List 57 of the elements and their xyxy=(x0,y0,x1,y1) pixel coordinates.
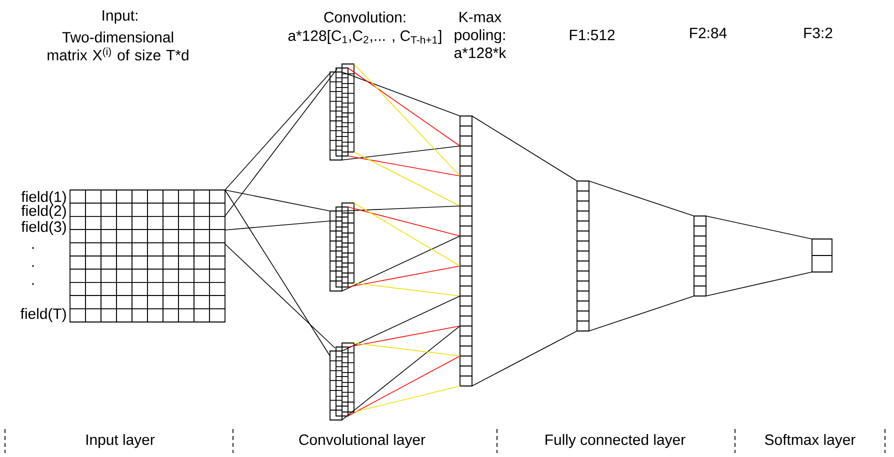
connection-line xyxy=(342,296,460,352)
connection-line xyxy=(224,190,330,356)
row-label: . xyxy=(32,247,34,249)
connection-line xyxy=(354,202,460,266)
connection-line xyxy=(224,220,330,230)
connection-line xyxy=(348,326,460,348)
layer-heading: a*128[C$_{1}$,C$_{2}$,... , C$_{T-h+1}$] xyxy=(288,30,442,44)
feature-map-stack xyxy=(330,202,354,292)
layer-name: Softmax layer xyxy=(765,434,856,448)
layer-name: Fully connected layer xyxy=(546,434,686,448)
feature-map-stack xyxy=(330,342,354,420)
connection-line xyxy=(348,356,460,416)
layer-heading: Two-dimensional matrix X$^{(i)}$ of size T*d xyxy=(48,32,188,60)
input-matrix xyxy=(70,190,226,322)
layer-heading: F1:512 xyxy=(570,30,615,40)
layer-heading: F2:84 xyxy=(690,28,727,38)
feature-map-stack xyxy=(330,64,354,160)
connection-line xyxy=(224,190,330,212)
connection-line xyxy=(342,206,460,212)
connection-line xyxy=(706,216,812,240)
connection-line xyxy=(472,330,578,386)
row-label: . xyxy=(32,283,34,285)
connection-line xyxy=(472,116,578,182)
row-label: field(T) xyxy=(20,308,66,322)
layer-heading: K-max pooling: a*128*k xyxy=(454,12,506,58)
layer-heading: Input: xyxy=(102,10,138,24)
connection-line xyxy=(348,206,460,236)
connection-line xyxy=(354,342,460,356)
connection-line xyxy=(706,272,812,296)
connection-line xyxy=(588,180,694,216)
output-column xyxy=(812,238,832,272)
connection-line xyxy=(224,68,338,216)
row-label: field(3) xyxy=(21,221,66,235)
layer-name: Input layer xyxy=(86,434,155,448)
neuron-column xyxy=(694,216,706,296)
row-label: field(2) xyxy=(21,205,66,219)
connection-line xyxy=(354,282,460,296)
row-label: field(1) xyxy=(21,191,66,205)
connection-line xyxy=(354,152,460,206)
connection-line xyxy=(224,72,330,190)
connection-line xyxy=(588,296,694,332)
layer-heading: Convolution: xyxy=(324,12,406,22)
layer-name: Convolutional layer xyxy=(299,434,426,448)
connection-line xyxy=(354,64,460,176)
connection-line xyxy=(348,156,460,176)
row-label: . xyxy=(32,265,34,267)
connection-line xyxy=(342,72,460,116)
connection-line xyxy=(342,326,460,420)
connection-line xyxy=(348,266,460,288)
layer-heading: F3:2 xyxy=(804,28,832,38)
connection-line xyxy=(224,244,336,348)
connection-line xyxy=(354,386,460,412)
connection-line xyxy=(342,146,460,160)
connection-line xyxy=(348,68,460,146)
connection-line xyxy=(342,236,460,292)
pooling-column xyxy=(460,116,472,386)
neuron-column xyxy=(576,180,590,332)
